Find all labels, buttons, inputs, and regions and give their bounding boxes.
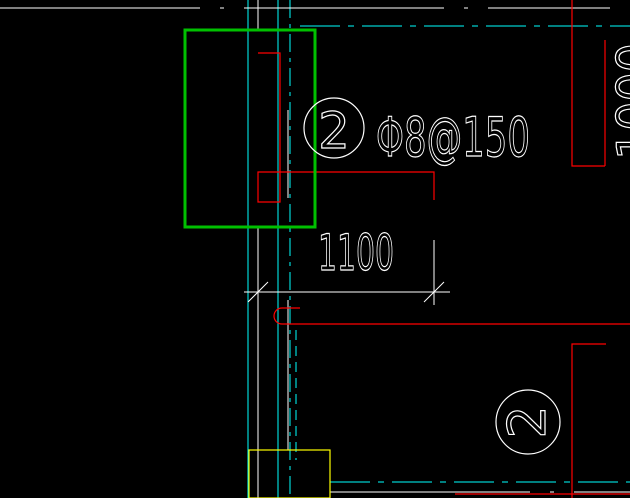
- rebar-spec-text: Φ8@150: [376, 106, 530, 169]
- selection-highlight-box[interactable]: [183, 28, 317, 229]
- dimension-value-text: 1100: [318, 224, 394, 282]
- lower-mark-number: 2: [498, 405, 558, 438]
- dimension-tick-left: [247, 281, 269, 303]
- rebar-lines: [257, 0, 630, 498]
- rebar-mark-circle: [303, 97, 365, 159]
- rebar-callout[interactable]: 2 Φ8@150: [303, 97, 531, 170]
- axis-lines: [247, 0, 630, 498]
- rebar-hook-lower: [273, 307, 630, 325]
- dimension-tick-right: [423, 281, 445, 303]
- column-outline[interactable]: [248, 449, 331, 498]
- rebar-edge-upper-right: [571, 0, 605, 167]
- edge-dimension-text: 1000: [607, 43, 630, 160]
- lower-mark-circle: [495, 389, 561, 455]
- rebar-edge-lower-right: [571, 343, 606, 498]
- lower-rebar-mark[interactable]: 2: [495, 389, 561, 455]
- rebar-mark-number: 2: [318, 102, 350, 160]
- rebar-hook-upper: [257, 52, 435, 203]
